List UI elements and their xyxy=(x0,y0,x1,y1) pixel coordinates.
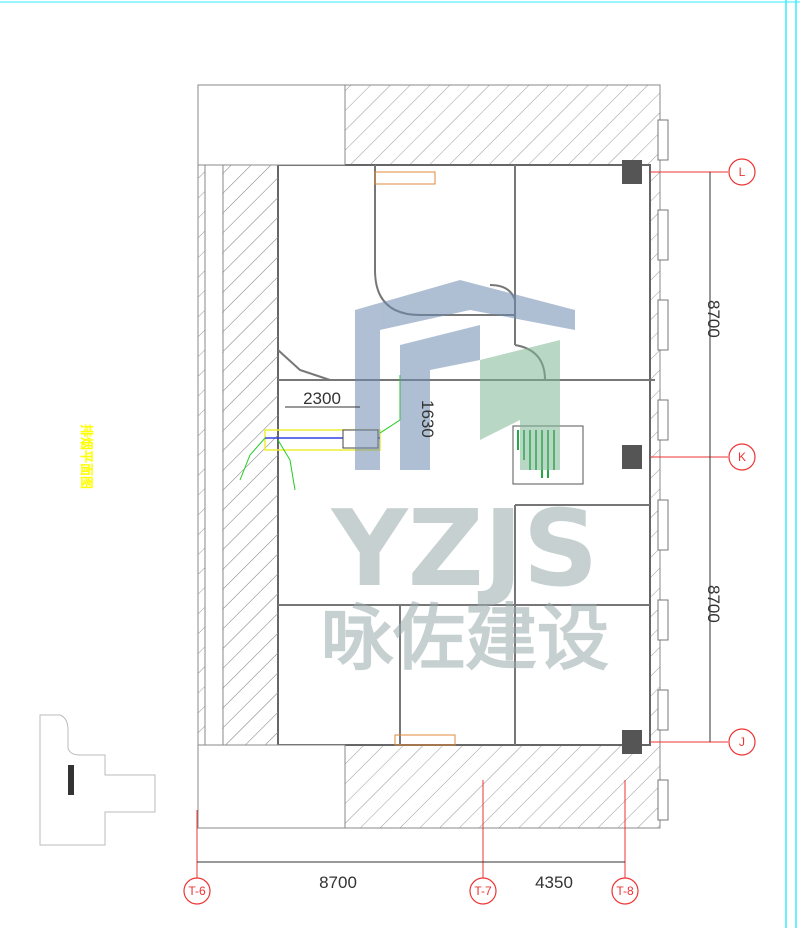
axis-bubble-K xyxy=(728,443,756,471)
drawing-title: 排烟平面图 xyxy=(78,424,94,489)
key-plan-label-mark xyxy=(68,765,74,795)
dimension-K-J: 8700 xyxy=(704,585,723,623)
axis-bubble-T8 xyxy=(611,877,639,905)
vent-opening xyxy=(374,171,436,185)
dimension-T6-T7: 8700 xyxy=(319,873,357,892)
dimension-corridor: 2300 xyxy=(303,389,341,408)
axis-bubble-L xyxy=(728,158,756,186)
axis-bubble-T7 xyxy=(469,877,497,905)
watermark-latin: YZJS xyxy=(330,488,599,610)
dimension-duct: 1630 xyxy=(418,400,437,438)
column xyxy=(622,160,642,184)
column xyxy=(622,445,642,469)
axis-lines xyxy=(196,171,728,878)
axis-label-J: J xyxy=(739,735,745,749)
key-plan xyxy=(39,714,156,846)
axis-label-T6: T-6 xyxy=(188,884,206,898)
dimension-L-K: 8700 xyxy=(704,300,723,338)
dimension-T7-T8: 4350 xyxy=(535,873,573,892)
axis-label-L: L xyxy=(739,165,746,179)
column xyxy=(622,730,642,754)
axis-bubble-J xyxy=(728,728,756,756)
windows xyxy=(657,119,669,821)
axis-bubble-T6 xyxy=(183,877,211,905)
vent-opening xyxy=(394,734,456,746)
axis-label-T7: T-7 xyxy=(474,884,492,898)
axis-label-K: K xyxy=(738,450,746,464)
watermark-logo xyxy=(355,280,575,470)
watermark-cjk: 咏佐建设 xyxy=(321,596,609,680)
axis-label-T8: T-8 xyxy=(616,884,634,898)
